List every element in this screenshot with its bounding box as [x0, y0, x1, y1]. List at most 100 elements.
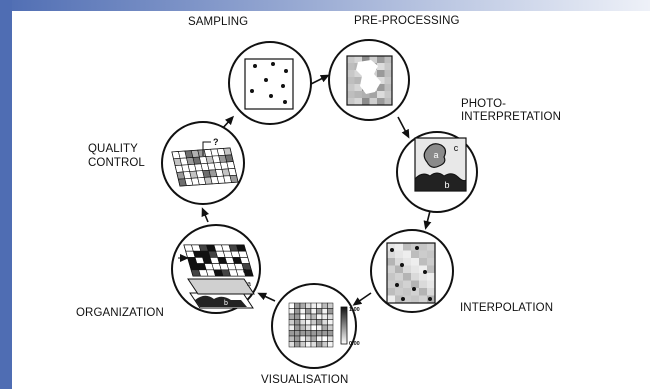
organization-label-a: a — [247, 281, 251, 288]
interpolation-cell — [411, 258, 419, 266]
visualisation-cell — [327, 319, 334, 326]
photo-region-b — [414, 172, 467, 192]
organization-label-c: c — [243, 268, 247, 275]
visualisation-cell — [310, 341, 317, 348]
interpolation-cell — [387, 265, 395, 273]
visualisation-legend-bar — [340, 306, 348, 345]
visualisation-cell — [288, 319, 295, 326]
visualisation-cell — [321, 341, 328, 348]
interpolation-cell — [419, 250, 427, 258]
interpolation-cell — [403, 250, 411, 258]
interpolation-cell — [411, 250, 419, 258]
preprocessing-cell — [354, 56, 362, 63]
visualisation-cell — [321, 302, 328, 309]
visualisation-legend-max: 1.00 — [349, 307, 360, 313]
preprocessing-cell — [354, 84, 362, 91]
stage-quality-control: ? — [161, 121, 245, 205]
interpolation-cell — [395, 273, 403, 281]
visualisation-cell — [316, 330, 323, 337]
arrow-interpolation-to-visualisation — [352, 292, 372, 306]
visualisation-cell — [288, 335, 295, 342]
visualisation-cell — [305, 341, 312, 348]
organization-layer-middle — [187, 278, 255, 295]
preprocessing-white-patch — [356, 60, 381, 94]
photo-label-a: a — [433, 150, 438, 160]
preprocessing-cell — [354, 98, 362, 105]
organization-grid-cell — [237, 250, 248, 258]
visualisation-cell — [305, 313, 312, 320]
interpolation-cell — [419, 243, 427, 251]
visualisation-cell — [305, 330, 312, 337]
interpolation-cell — [411, 288, 419, 296]
preprocessing-cell — [384, 77, 392, 84]
preprocessing-cell — [362, 98, 370, 105]
interpolation-cell — [395, 258, 403, 266]
visualisation-cell — [316, 324, 323, 331]
visualisation-cell — [327, 330, 334, 337]
interpolation-cell — [395, 265, 403, 273]
visualisation-cell — [310, 313, 317, 320]
visualisation-cell — [310, 330, 317, 337]
visualisation-cell — [294, 308, 301, 315]
preprocessing-cell — [377, 98, 385, 105]
interpolation-cell — [387, 273, 395, 281]
visualisation-cell — [316, 302, 323, 309]
photo-label-b: b — [444, 180, 449, 190]
stage-interpolation — [370, 229, 454, 313]
interpolation-cell — [387, 258, 395, 266]
visualisation-cell — [299, 324, 306, 331]
interpolation-frame — [386, 242, 436, 304]
visualisation-cell — [288, 308, 295, 315]
visualisation-raster — [288, 302, 334, 348]
interpolation-cell — [403, 243, 411, 251]
visualisation-cell — [294, 335, 301, 342]
preprocessing-cell — [384, 84, 392, 91]
interpolation-cell — [411, 265, 419, 273]
interpolation-cell — [419, 265, 427, 273]
sample-points — [250, 62, 288, 104]
visualisation-cell — [321, 313, 328, 320]
visualisation-cell — [294, 319, 301, 326]
stage-visualisation: 1.00 0.00 — [271, 283, 360, 369]
preprocessing-cell — [384, 63, 392, 70]
label-quality-line1: QUALITY — [88, 143, 138, 155]
interpolation-cell — [395, 288, 403, 296]
left-gradient-bar — [0, 0, 12, 389]
interpolation-cell — [419, 288, 427, 296]
label-quality-line2: CONTROL — [88, 157, 145, 169]
visualisation-cell — [316, 313, 323, 320]
interpolation-cell — [403, 288, 411, 296]
interpolation-cell — [395, 250, 403, 258]
visualisation-cell — [305, 302, 312, 309]
interpolation-cell — [411, 273, 419, 281]
interpolation-cell — [387, 250, 395, 258]
interpolation-cell — [427, 288, 435, 296]
interpolation-cell — [419, 258, 427, 266]
organization-layer-stack — [183, 244, 255, 309]
visualisation-cell — [327, 341, 334, 348]
arrow-photo-to-interpolation — [423, 210, 432, 230]
visualisation-cell — [327, 335, 334, 342]
interpolation-points — [390, 246, 432, 301]
visualisation-cell — [327, 313, 334, 320]
interpolation-cell — [419, 295, 427, 303]
preprocessing-cell — [354, 91, 362, 98]
preprocessing-cell — [369, 56, 377, 63]
visualisation-cell — [321, 330, 328, 337]
preprocessing-cell — [384, 70, 392, 77]
interpolation-cell — [427, 280, 435, 288]
interpolation-cell — [403, 258, 411, 266]
visualisation-cell — [316, 319, 323, 326]
interpolation-cell — [387, 288, 395, 296]
visualisation-cell — [288, 341, 295, 348]
label-organization: ORGANIZATION — [76, 307, 164, 319]
preprocessing-cell — [377, 63, 385, 70]
preprocessing-cell — [377, 56, 385, 63]
quality-question-pointer — [202, 141, 211, 156]
interpolation-cell — [411, 280, 419, 288]
interpolation-cell — [411, 243, 419, 251]
preprocessing-cell — [347, 91, 355, 98]
visualisation-cell — [288, 302, 295, 309]
